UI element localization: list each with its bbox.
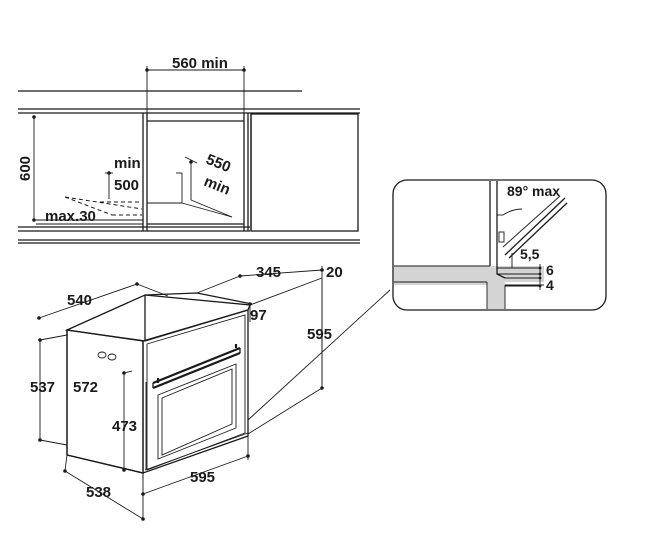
- label-detail-d3: 4: [546, 277, 554, 293]
- label-oven-top-depth: 345: [256, 264, 281, 281]
- label-detail-angle: 89° max: [507, 183, 560, 199]
- label-oven-total-h: 595: [307, 326, 332, 343]
- label-oven-side-h2: 572: [73, 379, 98, 396]
- label-oven-offset: 20: [326, 264, 343, 281]
- label-oven-front-h: 97: [250, 307, 267, 324]
- oven-drawing: [37, 266, 391, 521]
- cabinet-section: [18, 66, 360, 244]
- label-depth-500: 500: [114, 177, 139, 194]
- label-cab-width: 560 min: [172, 55, 228, 72]
- label-oven-door-h: 473: [112, 418, 137, 435]
- label-detail-d2: 6: [546, 262, 554, 278]
- label-oven-body-depth2: 538: [86, 484, 111, 501]
- label-oven-body-depth: 540: [67, 292, 92, 309]
- label-oven-side-h1: 537: [30, 379, 55, 396]
- label-oven-width: 595: [190, 469, 215, 486]
- label-cab-height: 600: [17, 156, 34, 181]
- label-min: min: [114, 155, 141, 172]
- label-min-2: min: [202, 173, 233, 199]
- dimension-labels: 560 min 600 min 500 550 min max.30 345 2…: [17, 55, 560, 501]
- label-max30: max.30: [45, 208, 96, 225]
- detail-inset: [392, 179, 607, 311]
- label-detail-d1: 5,5: [520, 246, 540, 262]
